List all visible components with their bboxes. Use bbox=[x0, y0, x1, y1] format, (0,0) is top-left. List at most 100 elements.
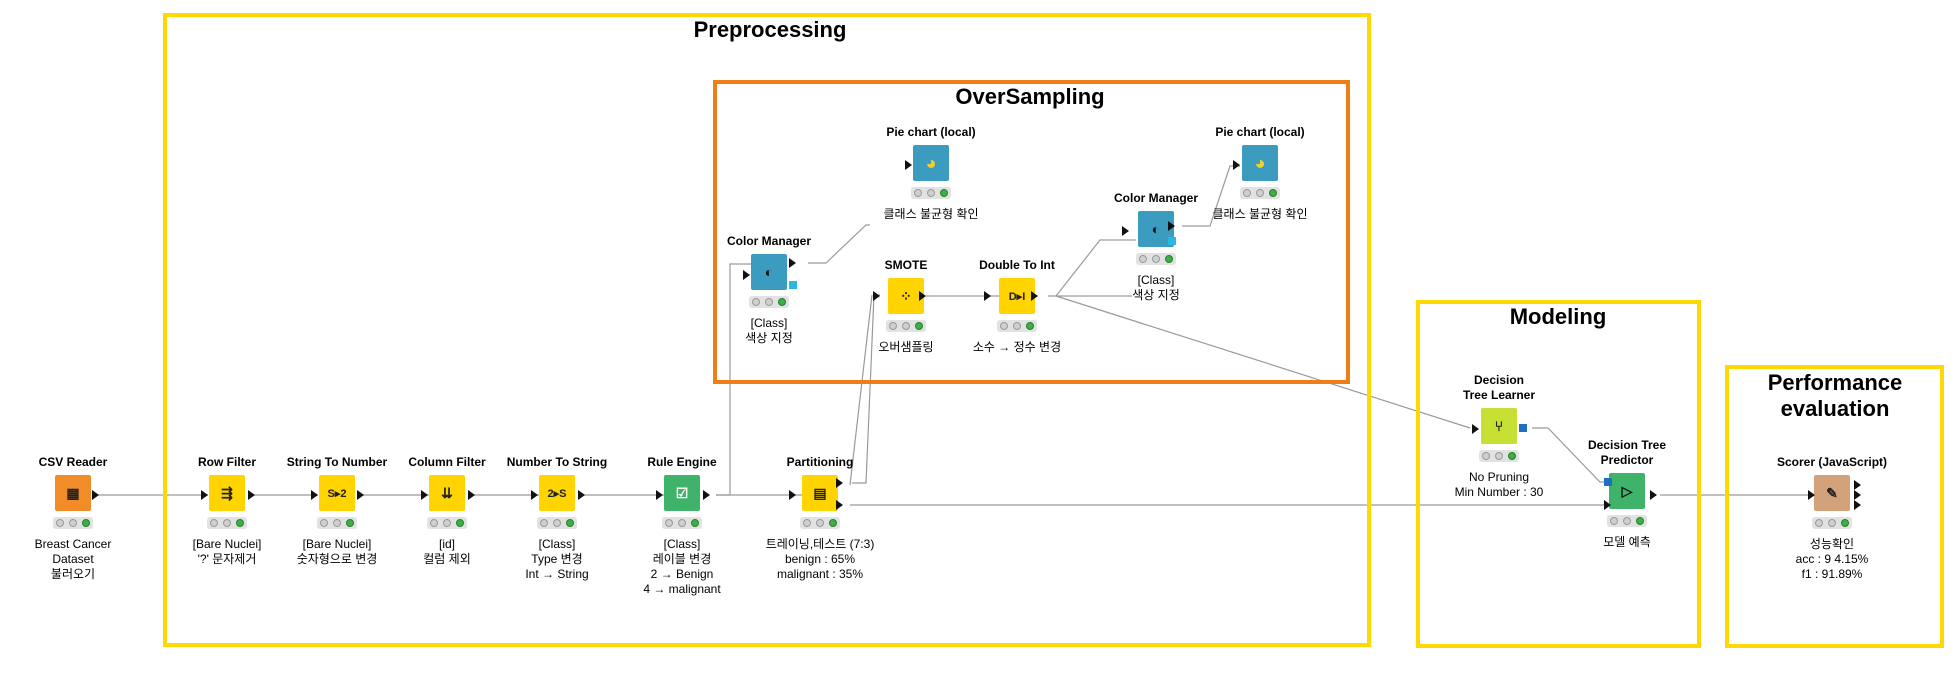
double-to-int-node[interactable]: Double To Int D▸I 소수 → 정수 변경 bbox=[957, 258, 1077, 355]
pie-chart-node-1[interactable]: Pie chart (local) ◕ 클래스 불균형 확인 bbox=[871, 125, 991, 222]
node-description: 트레이닝,테스트 (7:3) benign : 65% malignant : … bbox=[765, 537, 875, 581]
color-model-port[interactable] bbox=[1168, 237, 1176, 245]
input-port[interactable] bbox=[1604, 500, 1611, 510]
node-status bbox=[317, 517, 357, 529]
decision-tree-predictor-node[interactable]: Decision Tree Predictor ▷ 모델 예측 bbox=[1567, 438, 1687, 550]
number-to-string-icon[interactable]: 2▸S bbox=[539, 475, 575, 511]
smote-node[interactable]: SMOTE ⁘ 오버샘플링 bbox=[846, 258, 966, 355]
partition-icon[interactable]: ▤ bbox=[802, 475, 838, 511]
color-model-port[interactable] bbox=[789, 281, 797, 289]
double-to-int-icon[interactable]: D▸I bbox=[999, 278, 1035, 314]
scorer-icon[interactable]: ✎ bbox=[1814, 475, 1850, 511]
node-status bbox=[1240, 187, 1280, 199]
model-port[interactable] bbox=[1519, 424, 1527, 432]
modeling-box bbox=[1416, 300, 1701, 648]
preprocessing-title: Preprocessing bbox=[693, 17, 847, 42]
node-title: Pie chart (local) bbox=[886, 125, 976, 139]
output-port[interactable] bbox=[248, 490, 255, 500]
row-filter-icon[interactable]: ⇶ bbox=[209, 475, 245, 511]
output-port[interactable] bbox=[92, 490, 99, 500]
input-port[interactable] bbox=[1472, 424, 1479, 434]
node-description: 성능확인 acc : 9 4.15% f1 : 91.89% bbox=[1795, 537, 1869, 581]
node-title: Decision Tree Learner bbox=[1462, 373, 1536, 402]
rule-engine-node[interactable]: Rule Engine ☑ [Class] 레이블 변경 2 → Benign … bbox=[622, 455, 742, 597]
node-status bbox=[1479, 450, 1519, 462]
node-status bbox=[997, 320, 1037, 332]
connection-line bbox=[808, 224, 870, 264]
output-port[interactable] bbox=[1031, 291, 1038, 301]
color-drop-icon[interactable]: ◐ bbox=[751, 254, 787, 290]
input-port[interactable] bbox=[421, 490, 428, 500]
row-filter-node[interactable]: Row Filter ⇶ [Bare Nuclei] '?' 문자제거 bbox=[167, 455, 287, 567]
output-port[interactable] bbox=[836, 500, 843, 510]
input-port[interactable] bbox=[1233, 160, 1240, 170]
connection-line bbox=[1055, 295, 1471, 429]
output-port[interactable] bbox=[789, 258, 796, 268]
input-port[interactable] bbox=[873, 291, 880, 301]
column-filter-node[interactable]: Column Filter ⇊ [id] 컬럼 제외 bbox=[387, 455, 507, 567]
string-to-number-node[interactable]: String To Number S▸2 [Bare Nuclei] 숫자형으로… bbox=[277, 455, 397, 567]
input-port[interactable] bbox=[905, 160, 912, 170]
node-description: [Class] 레이블 변경 2 → Benign 4 → malignant bbox=[643, 537, 721, 596]
output-port[interactable] bbox=[919, 291, 926, 301]
input-port[interactable] bbox=[531, 490, 538, 500]
scatter-icon[interactable]: ⁘ bbox=[888, 278, 924, 314]
oversampling-box bbox=[713, 80, 1350, 384]
input-port[interactable] bbox=[656, 490, 663, 500]
color-manager-node-1[interactable]: Color Manager ◐ [Class] 색상 지정 bbox=[709, 234, 829, 346]
decision-tree-learner-node[interactable]: Decision Tree Learner ⑂ No Pruning Min N… bbox=[1439, 373, 1559, 500]
pie-chart-node-2[interactable]: Pie chart (local) ◕ 클래스 불균형 확인 bbox=[1200, 125, 1320, 222]
output-port[interactable] bbox=[1854, 500, 1861, 510]
node-description: [Class] 색상 지정 bbox=[1132, 273, 1180, 302]
input-port[interactable] bbox=[984, 291, 991, 301]
output-port[interactable] bbox=[1168, 221, 1175, 231]
node-description: [Bare Nuclei] '?' 문자제거 bbox=[192, 537, 262, 566]
output-port[interactable] bbox=[703, 490, 710, 500]
node-status bbox=[886, 320, 926, 332]
column-filter-icon[interactable]: ⇊ bbox=[429, 475, 465, 511]
node-description: 오버샘플링 bbox=[878, 340, 934, 354]
number-to-string-node[interactable]: Number To String 2▸S [Class] Type 변경 Int… bbox=[497, 455, 617, 582]
pie-chart-icon[interactable]: ◕ bbox=[913, 145, 949, 181]
pie-chart-icon[interactable]: ◕ bbox=[1242, 145, 1278, 181]
output-port[interactable] bbox=[1854, 490, 1861, 500]
node-title: Color Manager bbox=[1113, 191, 1198, 205]
connection-line bbox=[716, 263, 762, 496]
node-status bbox=[911, 187, 951, 199]
connection-line bbox=[849, 294, 873, 486]
table-icon[interactable]: ▦ bbox=[55, 475, 91, 511]
oversampling-title: OverSampling bbox=[955, 84, 1105, 109]
output-port[interactable] bbox=[836, 478, 843, 488]
partitioning-node[interactable]: Partitioning ▤ 트레이닝,테스트 (7:3) benign : 6… bbox=[755, 455, 885, 582]
tree-icon[interactable]: ⑂ bbox=[1481, 408, 1517, 444]
predict-icon[interactable]: ▷ bbox=[1609, 473, 1645, 509]
node-title: Row Filter bbox=[197, 455, 256, 469]
model-port[interactable] bbox=[1604, 478, 1612, 486]
color-manager-node-2[interactable]: Color Manager ◐ [Class] 색상 지정 bbox=[1096, 191, 1216, 303]
input-port[interactable] bbox=[201, 490, 208, 500]
performance-title: Performance evaluation bbox=[1767, 370, 1903, 421]
output-port[interactable] bbox=[468, 490, 475, 500]
output-port[interactable] bbox=[1650, 490, 1657, 500]
string-to-number-icon[interactable]: S▸2 bbox=[319, 475, 355, 511]
input-port[interactable] bbox=[1122, 226, 1129, 236]
node-title: Pie chart (local) bbox=[1215, 125, 1305, 139]
node-title: Decision Tree Predictor bbox=[1587, 438, 1667, 467]
node-title: CSV Reader bbox=[38, 455, 108, 469]
input-port[interactable] bbox=[1808, 490, 1815, 500]
input-port[interactable] bbox=[311, 490, 318, 500]
output-port[interactable] bbox=[578, 490, 585, 500]
node-status bbox=[1136, 253, 1176, 265]
input-port[interactable] bbox=[743, 270, 750, 280]
scorer-node[interactable]: Scorer (JavaScript) ✎ 성능확인 acc : 9 4.15%… bbox=[1772, 455, 1892, 582]
node-title: SMOTE bbox=[884, 258, 928, 272]
rule-icon[interactable]: ☑ bbox=[664, 475, 700, 511]
input-port[interactable] bbox=[789, 490, 796, 500]
output-port[interactable] bbox=[1854, 480, 1861, 490]
connection-line bbox=[1055, 239, 1136, 297]
node-description: [Class] Type 변경 Int → String bbox=[525, 537, 589, 581]
node-description: [id] 컬럼 제외 bbox=[423, 537, 471, 566]
output-port[interactable] bbox=[357, 490, 364, 500]
csv-reader-node[interactable]: CSV Reader ▦ Breast Cancer Dataset 불러오기 bbox=[13, 455, 133, 582]
